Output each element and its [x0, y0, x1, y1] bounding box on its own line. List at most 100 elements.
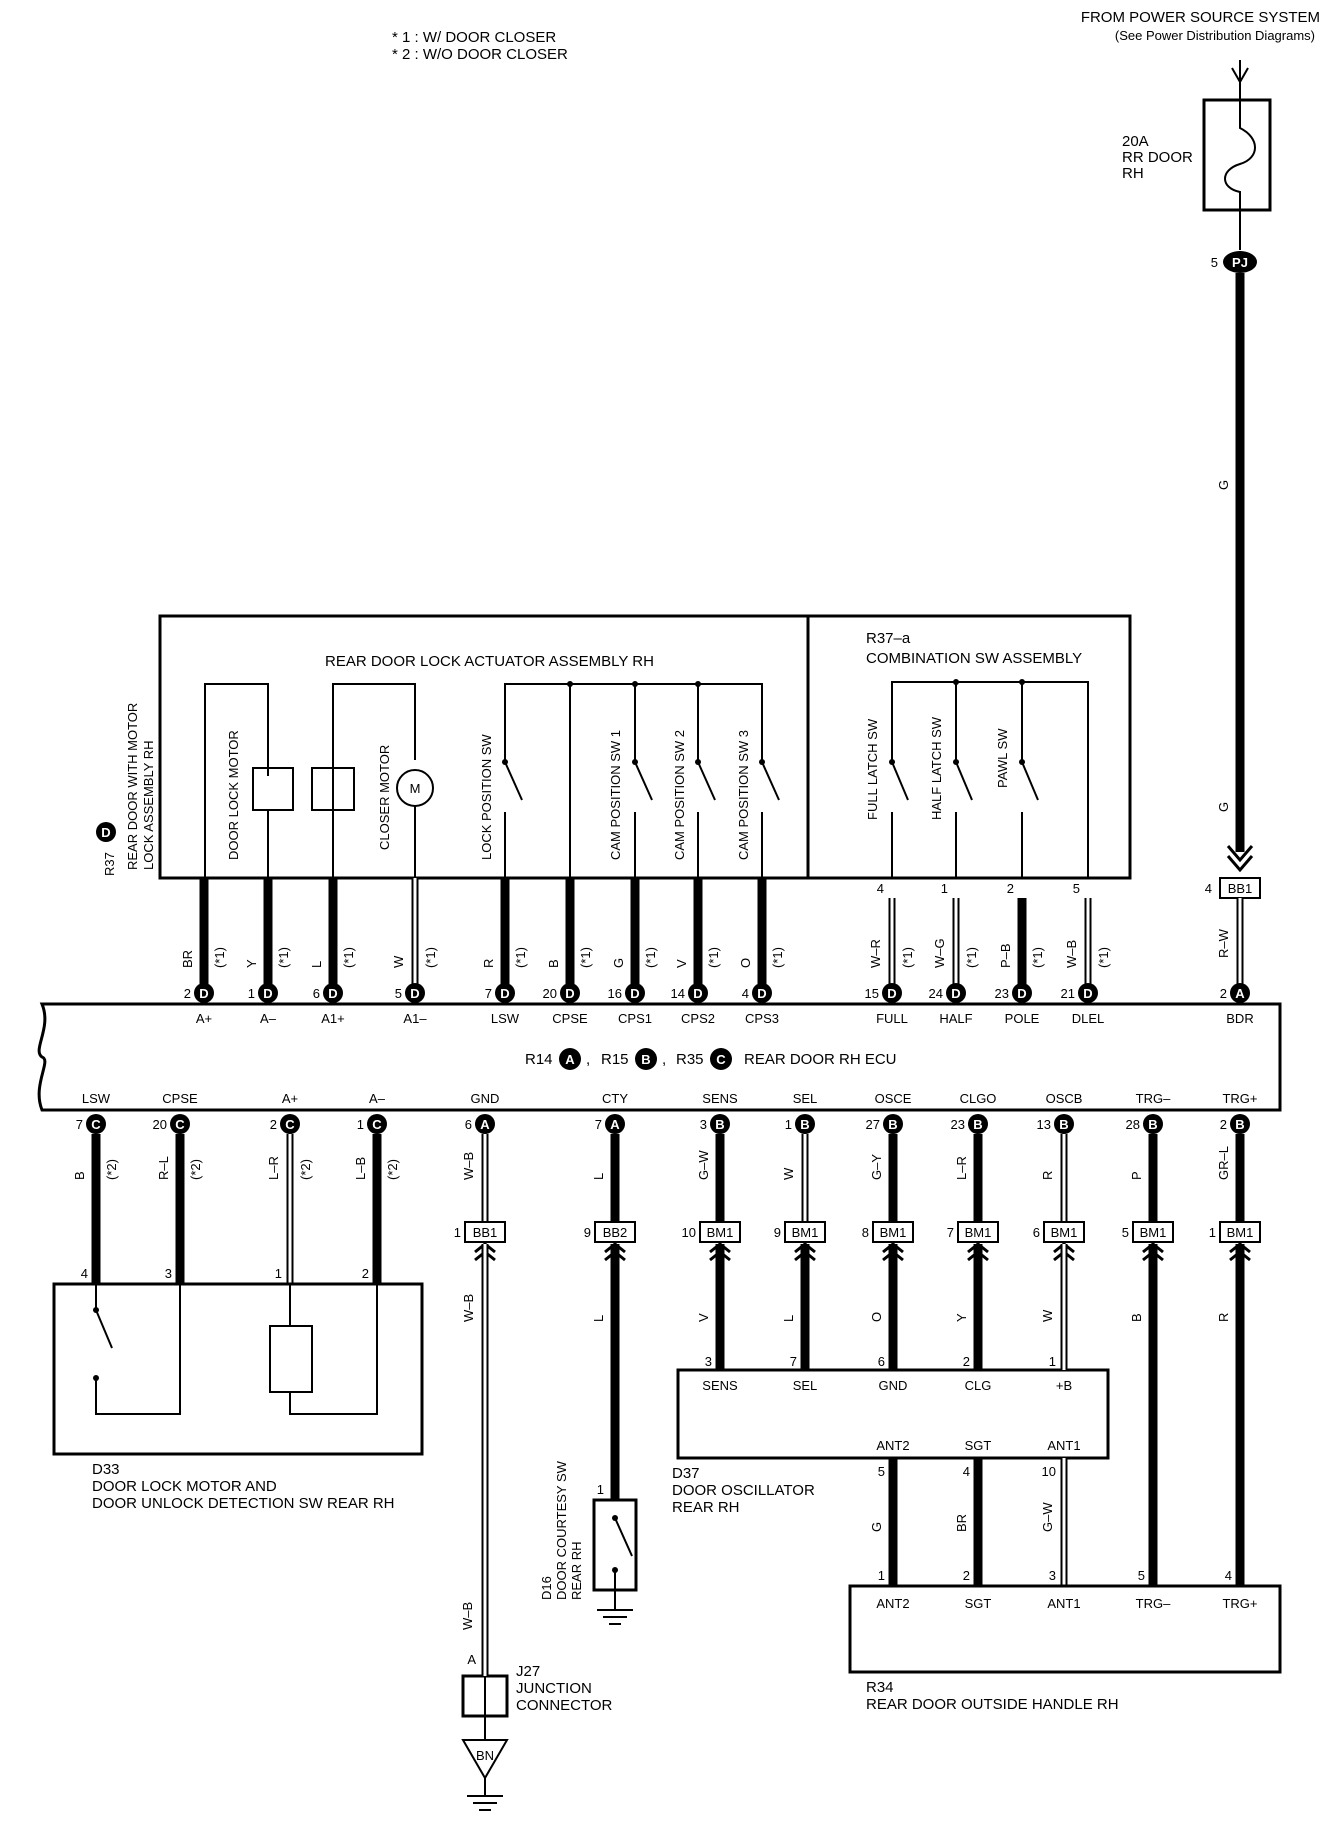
cam-position-sw-2	[695, 759, 716, 878]
d37-top-name-4: +B	[1056, 1378, 1072, 1393]
comb-title: COMBINATION SW ASSEMBLY	[866, 650, 1082, 667]
junction-wire-color-1: L	[591, 1315, 606, 1322]
ecu-bottom-connector-0: C	[86, 1114, 106, 1134]
d37-top-pin-2: 6	[878, 1354, 885, 1369]
ecu-bottom-pin-4: 6	[465, 1117, 472, 1132]
wire-color-bottom-5: L	[591, 1173, 606, 1180]
svg-text:B: B	[641, 1052, 650, 1067]
svg-text:,: ,	[662, 1051, 666, 1068]
svg-text:D: D	[263, 986, 272, 1001]
ecu-bottom-name-3: A–	[369, 1091, 386, 1106]
ecu-bottom-pin-2: 2	[270, 1117, 277, 1132]
ecu-top-connector-10: D	[946, 983, 966, 1003]
door-lock-motor	[204, 683, 294, 878]
ecu-bottom-pin-8: 27	[866, 1117, 880, 1132]
r34-ref: R34	[866, 1679, 894, 1696]
junction-wire-color-7: B	[1129, 1313, 1144, 1322]
d37-bottom-name-0: ANT2	[876, 1438, 909, 1453]
ecu-top-pin-1: 1	[248, 986, 255, 1001]
ecu-top-connector-12: D	[1078, 983, 1098, 1003]
r34-pin-0: 1	[878, 1568, 885, 1583]
j27-wire-color: W–B	[460, 1602, 475, 1630]
ecu-bottom-connector-5: A	[605, 1114, 625, 1134]
wire-color-top-6: G	[611, 958, 626, 968]
svg-text:BB1: BB1	[473, 1225, 498, 1240]
d33-internals	[93, 1284, 378, 1415]
ecu-top-name-0: A+	[196, 1011, 212, 1026]
j27-pin: A	[467, 1652, 476, 1667]
junction-pin-3: 9	[774, 1225, 781, 1240]
svg-text:PJ: PJ	[1232, 255, 1248, 270]
ecu-box	[37, 1002, 1282, 1112]
ecu-top-name-9: FULL	[876, 1011, 908, 1026]
ecu-top-connector-7: D	[688, 983, 708, 1003]
lock-cam-switch-bus	[504, 681, 763, 878]
wire-color-top-4: R	[481, 959, 496, 968]
r34-pin-name-3: TRG–	[1136, 1596, 1171, 1611]
wire-color-top-9: W–R	[868, 939, 883, 968]
j27-ref: J27	[516, 1663, 540, 1680]
svg-text:D: D	[951, 986, 960, 1001]
ecu-top-pin-8: 4	[742, 986, 749, 1001]
power-source-subtitle: (See Power Distribution Diagrams)	[1115, 28, 1315, 43]
junction-wire-color-4: O	[869, 1312, 884, 1322]
junction-wire-color-6: W	[1040, 1309, 1055, 1322]
ecu-bottom-name-8: OSCE	[875, 1091, 912, 1106]
ecu-bottom-name-5: CTY	[602, 1091, 628, 1106]
d37-top-name-1: SEL	[793, 1378, 818, 1393]
actuator-assembly-box	[158, 614, 1132, 880]
ecu-top-name-4: LSW	[491, 1011, 520, 1026]
wire-tag-top-0: (*1)	[212, 947, 227, 968]
wire-color-bottom-0: B	[72, 1171, 87, 1180]
fuse-label-3: RH	[1122, 165, 1144, 182]
power-arrow	[1231, 60, 1249, 100]
junction-pin-2: 10	[682, 1225, 696, 1240]
wire-color-bottom-2: L–R	[266, 1156, 281, 1180]
wire-tag-top-2: (*1)	[341, 947, 356, 968]
ecu-top-connector-8: D	[752, 983, 772, 1003]
junction-pin-0: 1	[454, 1225, 461, 1240]
svg-text:B: B	[1235, 1117, 1244, 1132]
comb-switch-bus	[891, 679, 1089, 878]
ecu-top-name-11: POLE	[1005, 1011, 1040, 1026]
d37-bottom-name-2: ANT1	[1047, 1438, 1080, 1453]
svg-text:D: D	[1017, 986, 1026, 1001]
svg-text:BM1: BM1	[707, 1225, 734, 1240]
junction-bm1-4: BM1	[872, 1221, 914, 1262]
d37-top-name-0: SENS	[702, 1378, 738, 1393]
d37-ref: D37	[672, 1465, 700, 1482]
d33-pin-2: 1	[275, 1266, 282, 1281]
ecu-top-pin-11: 23	[995, 986, 1009, 1001]
lower-wires: BB11W–BBB29LBM110VBM19LBM18OBM17YBM16WBM…	[454, 1221, 1261, 1676]
svg-text:BM1: BM1	[1227, 1225, 1254, 1240]
d16-switch	[592, 1498, 638, 1625]
ecu-bottom-name-2: A+	[282, 1091, 298, 1106]
wire-color-bottom-8: G–Y	[869, 1154, 884, 1180]
d16-name-1: DOOR COURTESY SW	[554, 1460, 569, 1600]
svg-text:B: B	[973, 1117, 982, 1132]
ecu-top-name-7: CPS2	[681, 1011, 715, 1026]
ecu-top-pin-12: 21	[1061, 986, 1075, 1001]
wire-tag-top-1: (*1)	[276, 947, 291, 968]
ecu-bottom-name-12: TRG+	[1222, 1091, 1257, 1106]
ecu-bottom-pin-12: 2	[1220, 1117, 1227, 1132]
junction-wire-color-0: W–B	[461, 1294, 476, 1322]
svg-text:C: C	[285, 1117, 295, 1132]
wire-color-rw: R–W	[1216, 928, 1231, 958]
wire-tag-top-12: (*1)	[1096, 947, 1111, 968]
fuse-20a	[1202, 98, 1272, 212]
motor-symbol: M	[410, 781, 421, 796]
actuator-title: REAR DOOR LOCK ACTUATOR ASSEMBLY RH	[325, 653, 654, 670]
ecu-bottom-connector-12: B	[1230, 1114, 1250, 1134]
svg-text:D: D	[693, 986, 702, 1001]
ecu-bottom-connector-11: B	[1143, 1114, 1163, 1134]
d37-top-pin-1: 7	[790, 1354, 797, 1369]
svg-text:D: D	[1083, 986, 1092, 1001]
wire-color-top-10: W–G	[932, 938, 947, 968]
wire-color-top-1: Y	[244, 959, 259, 968]
fuse-label-2: RR DOOR	[1122, 149, 1193, 166]
ecu-top-connector-13: A	[1230, 983, 1250, 1003]
svg-text:B: B	[715, 1117, 724, 1132]
